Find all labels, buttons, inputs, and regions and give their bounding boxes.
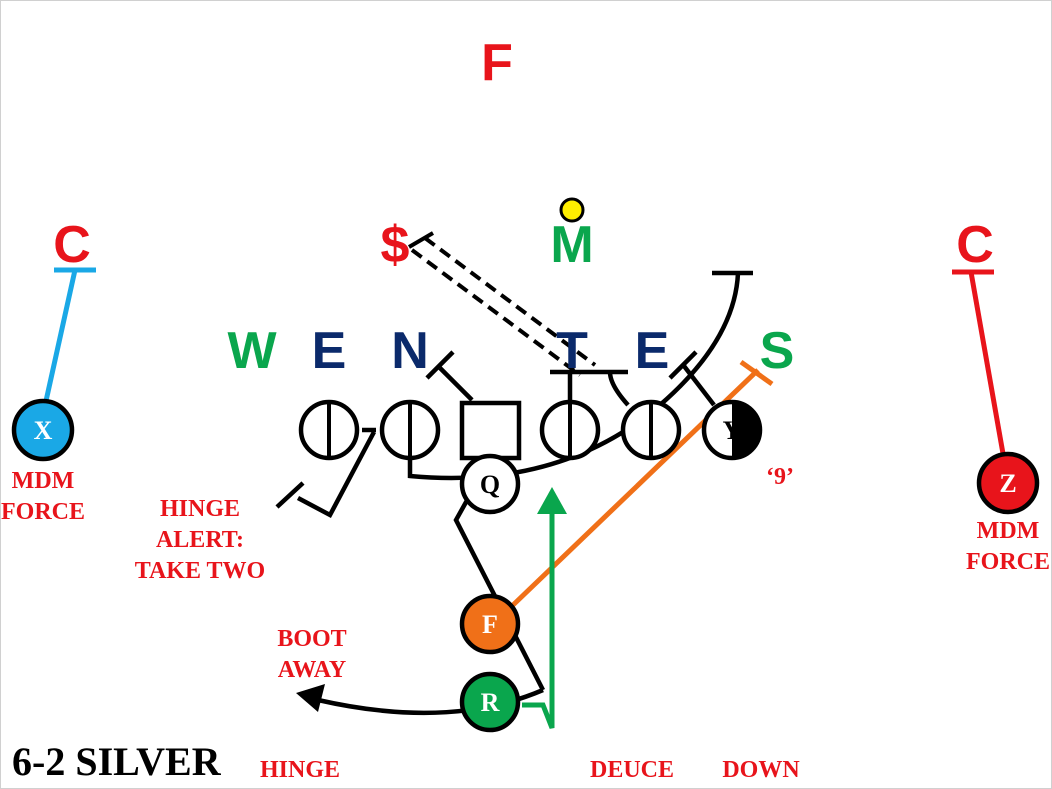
x-label: X [34, 416, 53, 445]
play-title: 6-2 SILVER [12, 739, 222, 784]
boot-note-line2: AWAY [278, 657, 346, 683]
running-back: R [459, 671, 521, 733]
defender-sam: S [760, 322, 795, 380]
left-tackle [298, 399, 360, 461]
boot-note-line1: BOOT [277, 626, 346, 652]
x-note-line2: FORCE [1, 499, 85, 525]
defender-will: W [227, 322, 277, 380]
defender-mike: M [550, 216, 593, 274]
defender-nose: N [391, 322, 429, 380]
boot-away-arrowhead [296, 684, 325, 712]
dollar-blitz-line-b [410, 248, 582, 377]
z-route-line [968, 271, 1008, 466]
r-label: R [481, 688, 500, 717]
center-block-line [438, 366, 474, 402]
dollar-blitz-line-a [423, 236, 597, 367]
y-block-line [682, 364, 716, 407]
x-note-line1: MDM [12, 468, 75, 494]
right-guard [539, 399, 601, 461]
dollar-blitz-tick [407, 231, 435, 249]
tackle-block-line [607, 371, 630, 407]
defender-corner-right: C [956, 216, 994, 274]
y-tight-end: Y [701, 399, 763, 461]
f-label: F [482, 610, 498, 639]
f-route-block [739, 359, 774, 387]
z-label: Z [999, 469, 1016, 498]
hinge-note-line1: HINGE [160, 496, 240, 522]
left-guard [379, 399, 441, 461]
defender-free-safety: F [481, 34, 513, 92]
q-label: Q [480, 470, 500, 499]
z-note-line1: MDM [977, 518, 1040, 544]
hinge-note-line3: TAKE TWO [135, 558, 265, 584]
bottom-label-deuce: DEUCE [590, 757, 674, 783]
center-square [459, 400, 522, 461]
hinge-note-line2: ALERT: [156, 527, 244, 553]
qb-path [453, 493, 546, 692]
y-label: Y [723, 416, 742, 445]
z-note-line2: FORCE [966, 549, 1050, 575]
bottom-label-down: DOWN [722, 757, 800, 783]
defender-end-left: E [312, 322, 347, 380]
x-route-line [41, 269, 78, 411]
fullback: F [459, 593, 521, 655]
hinge-block-end [275, 481, 305, 509]
nine-technique-note: ‘9’ [766, 464, 794, 490]
r-route-arrowhead [537, 487, 567, 514]
quarterback: Q [459, 453, 521, 515]
defender-corner-left: C [53, 216, 91, 274]
r-route-line [522, 505, 555, 729]
mike-marker-dot [559, 197, 585, 223]
z-receiver: Z [976, 451, 1040, 515]
defender-dollar: $ [381, 216, 410, 274]
hinge-route [296, 430, 376, 519]
defender-tackle: T [556, 322, 588, 380]
x-receiver: X [11, 398, 75, 462]
defender-end-right: E [635, 322, 670, 380]
bottom-label-hinge: HINGE [260, 757, 340, 783]
center-block-end [425, 350, 455, 380]
right-tackle [620, 399, 682, 461]
y-block-end [668, 350, 698, 380]
